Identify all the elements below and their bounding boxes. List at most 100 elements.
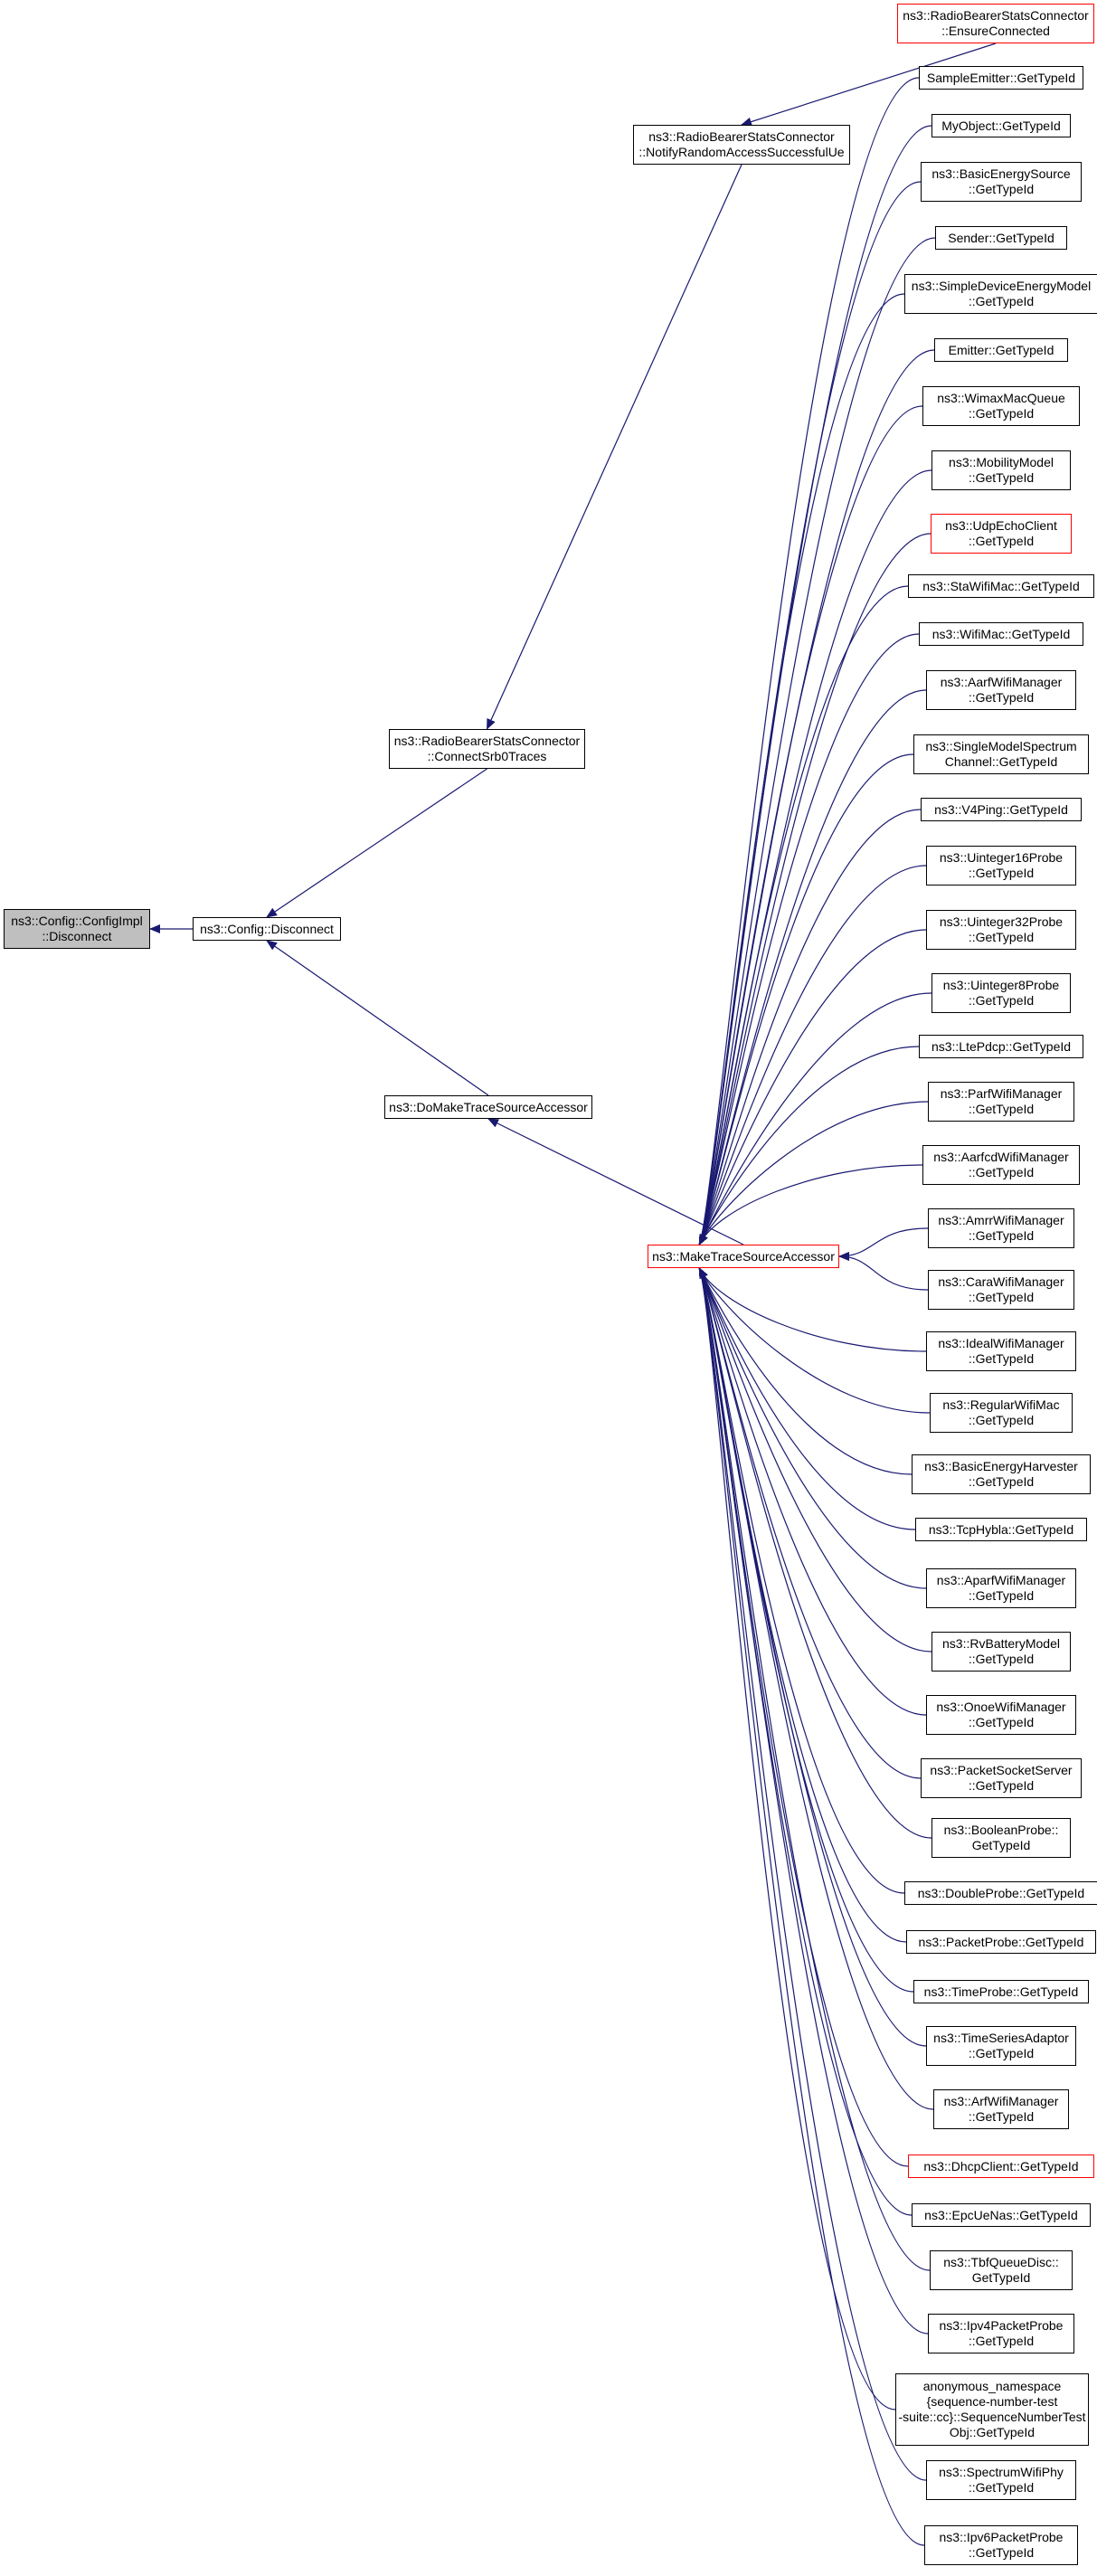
edge-sta-wifi-mac-to-make-tsa bbox=[698, 585, 909, 1245]
node-simple-device-energy[interactable]: ns3::SimpleDeviceEnergyModel::GetTypeId bbox=[904, 274, 1097, 314]
node-label-line: ns3::LtePdcp::GetTypeId bbox=[931, 1038, 1072, 1054]
edge-v4ping-to-make-tsa bbox=[698, 809, 922, 1245]
node-label-line: ns3::RvBatteryModel bbox=[942, 1636, 1060, 1651]
edge-arf-wifi-manager-to-make-tsa bbox=[698, 1267, 934, 2110]
node-ensure-connected[interactable]: ns3::RadioBearerStatsConnector::EnsureCo… bbox=[897, 4, 1094, 43]
node-cara-wifi-manager[interactable]: ns3::CaraWifiManager::GetTypeId bbox=[928, 1270, 1074, 1310]
node-label-line: ns3::Ipv4PacketProbe bbox=[939, 2318, 1064, 2333]
edge-aarf-wifi-manager-to-make-tsa bbox=[698, 689, 927, 1245]
node-boolean-probe[interactable]: ns3::BooleanProbe::GetTypeId bbox=[932, 1818, 1071, 1858]
node-rv-battery-model[interactable]: ns3::RvBatteryModel::GetTypeId bbox=[932, 1632, 1071, 1672]
node-uinteger8-probe[interactable]: ns3::Uinteger8Probe::GetTypeId bbox=[932, 973, 1071, 1013]
node-emitter[interactable]: Emitter::GetTypeId bbox=[934, 338, 1068, 362]
node-label-line: ::GetTypeId bbox=[968, 2545, 1035, 2560]
node-parf-wifi-manager[interactable]: ns3::ParfWifiManager::GetTypeId bbox=[928, 1082, 1074, 1122]
node-label-line: GetTypeId bbox=[971, 2270, 1031, 2285]
node-label-line: ns3::Uinteger16Probe bbox=[939, 850, 1064, 865]
node-label-line: ::GetTypeId bbox=[968, 1165, 1035, 1179]
node-label-line: ns3::Config::ConfigImpl bbox=[11, 914, 143, 928]
edge-uinteger8-probe-to-make-tsa bbox=[698, 992, 932, 1245]
node-uinteger32-probe[interactable]: ns3::Uinteger32Probe::GetTypeId bbox=[926, 910, 1076, 950]
node-aarf-wifi-manager[interactable]: ns3::AarfWifiManager::GetTypeId bbox=[926, 670, 1076, 710]
edge-dhcp-client-to-make-tsa bbox=[698, 1267, 909, 2167]
node-label-line: ::GetTypeId bbox=[968, 1351, 1035, 1366]
node-udp-echo-client[interactable]: ns3::UdpEchoClient::GetTypeId bbox=[931, 514, 1072, 554]
node-label-line: ::GetTypeId bbox=[968, 534, 1035, 548]
node-label-line: ::GetTypeId bbox=[968, 993, 1035, 1008]
node-label-line: ::GetTypeId bbox=[968, 406, 1035, 421]
node-basic-energy-harvester[interactable]: ns3::BasicEnergyHarvester::GetTypeId bbox=[912, 1454, 1091, 1494]
node-label-line: ns3::BasicEnergyHarvester bbox=[924, 1459, 1078, 1473]
node-lte-pdcp[interactable]: ns3::LtePdcp::GetTypeId bbox=[919, 1035, 1083, 1058]
node-amrr-wifi-manager[interactable]: ns3::AmrrWifiManager::GetTypeId bbox=[928, 1208, 1074, 1248]
node-sta-wifi-mac[interactable]: ns3::StaWifiMac::GetTypeId bbox=[908, 574, 1094, 598]
node-spectrum-wifi-phy[interactable]: ns3::SpectrumWifiPhy::GetTypeId bbox=[926, 2460, 1076, 2500]
node-aparf-wifi-manager[interactable]: ns3::AparfWifiManager::GetTypeId bbox=[926, 1568, 1076, 1608]
edge-aarfcd-wifi-manager-to-make-tsa bbox=[698, 1164, 923, 1245]
node-domake-tsa[interactable]: ns3::DoMakeTraceSourceAccessor bbox=[384, 1095, 592, 1119]
edge-time-series-adaptor-to-make-tsa bbox=[698, 1267, 927, 2047]
node-label-line: ns3::TbfQueueDisc:: bbox=[943, 2255, 1059, 2269]
edge-epc-ue-nas-to-make-tsa bbox=[698, 1267, 913, 2216]
node-v4ping[interactable]: ns3::V4Ping::GetTypeId bbox=[921, 798, 1082, 821]
node-label-line: ns3::StaWifiMac::GetTypeId bbox=[922, 578, 1080, 593]
node-seq-number-test-obj[interactable]: anonymous_namespace{sequence-number-test… bbox=[895, 2373, 1089, 2446]
node-label-line: ns3::EpcUeNas::GetTypeId bbox=[924, 2207, 1078, 2222]
node-arf-wifi-manager[interactable]: ns3::ArfWifiManager::GetTypeId bbox=[933, 2089, 1069, 2129]
node-label-line: Emitter::GetTypeId bbox=[948, 342, 1054, 357]
node-uinteger16-probe[interactable]: ns3::Uinteger16Probe::GetTypeId bbox=[926, 846, 1076, 886]
node-label-line: ::GetTypeId bbox=[968, 1102, 1035, 1116]
edge-simple-device-energy-to-make-tsa bbox=[698, 293, 905, 1245]
node-epc-ue-nas[interactable]: ns3::EpcUeNas::GetTypeId bbox=[912, 2203, 1091, 2227]
node-my-object[interactable]: MyObject::GetTypeId bbox=[932, 114, 1071, 137]
node-label-line: ::GetTypeId bbox=[968, 294, 1035, 308]
node-ideal-wifi-manager[interactable]: ns3::IdealWifiManager::GetTypeId bbox=[926, 1331, 1076, 1371]
node-label-line: Sender::GetTypeId bbox=[948, 230, 1054, 245]
node-wifi-mac[interactable]: ns3::WifiMac::GetTypeId bbox=[919, 622, 1083, 646]
node-label-line: ns3::BooleanProbe:: bbox=[943, 1823, 1059, 1837]
node-ipv6-packet-probe[interactable]: ns3::Ipv6PacketProbe::GetTypeId bbox=[924, 2525, 1078, 2565]
node-label-line: anonymous_namespace bbox=[922, 2379, 1062, 2393]
node-label-line: ns3::PacketSocketServer bbox=[930, 1763, 1073, 1777]
node-notify-rasue[interactable]: ns3::RadioBearerStatsConnector::NotifyRa… bbox=[633, 125, 850, 165]
node-time-probe[interactable]: ns3::TimeProbe::GetTypeId bbox=[913, 1980, 1089, 2003]
node-label-line: ns3::Uinteger8Probe bbox=[942, 978, 1060, 992]
node-label-line: {sequence-number-test bbox=[926, 2394, 1058, 2409]
node-ipv4-packet-probe[interactable]: ns3::Ipv4PacketProbe::GetTypeId bbox=[928, 2314, 1074, 2353]
node-label-line: ns3::TcpHybla::GetTypeId bbox=[928, 1521, 1074, 1537]
node-double-probe[interactable]: ns3::DoubleProbe::GetTypeId bbox=[904, 1881, 1097, 1905]
node-config-disconnect[interactable]: ns3::Config::Disconnect bbox=[193, 917, 341, 941]
edge-domake-tsa-to-config-disconnect bbox=[266, 940, 489, 1096]
node-mobility-model[interactable]: ns3::MobilityModel::GetTypeId bbox=[932, 450, 1071, 490]
edge-ipv4-packet-probe-to-make-tsa bbox=[698, 1267, 929, 2334]
edge-amrr-wifi-manager-to-make-tsa bbox=[838, 1227, 929, 1261]
node-label-line: ns3::DhcpClient::GetTypeId bbox=[923, 2158, 1079, 2174]
node-label-line: ns3::BasicEnergySource bbox=[932, 166, 1071, 181]
edge-sample-emitter-to-make-tsa bbox=[698, 77, 920, 1245]
node-label-line: ::GetTypeId bbox=[968, 1474, 1035, 1489]
node-make-tsa[interactable]: ns3::MakeTraceSourceAccessor bbox=[648, 1245, 839, 1268]
edge-regular-wifi-mac-to-make-tsa bbox=[698, 1267, 931, 1414]
node-connect-srb0[interactable]: ns3::RadioBearerStatsConnector::ConnectS… bbox=[389, 729, 585, 769]
node-sample-emitter[interactable]: SampleEmitter::GetTypeId bbox=[919, 66, 1083, 90]
node-label-line: ns3::AparfWifiManager bbox=[936, 1573, 1066, 1587]
node-packet-probe[interactable]: ns3::PacketProbe::GetTypeId bbox=[906, 1930, 1096, 1954]
node-tbf-queue-disc[interactable]: ns3::TbfQueueDisc::GetTypeId bbox=[930, 2250, 1073, 2290]
node-onoe-wifi-manager[interactable]: ns3::OnoeWifiManager::GetTypeId bbox=[926, 1695, 1076, 1735]
node-dhcp-client[interactable]: ns3::DhcpClient::GetTypeId bbox=[908, 2155, 1094, 2178]
node-time-series-adaptor[interactable]: ns3::TimeSeriesAdaptor::GetTypeId bbox=[926, 2026, 1076, 2066]
node-label-line: ::GetTypeId bbox=[968, 2334, 1035, 2348]
node-sender[interactable]: Sender::GetTypeId bbox=[935, 226, 1067, 250]
node-aarfcd-wifi-manager[interactable]: ns3::AarfcdWifiManager::GetTypeId bbox=[922, 1145, 1080, 1185]
node-label-line: ::GetTypeId bbox=[968, 930, 1035, 944]
edge-wifi-mac-to-make-tsa bbox=[698, 633, 920, 1245]
node-label-line: ::GetTypeId bbox=[968, 2480, 1035, 2495]
node-packet-socket-server[interactable]: ns3::PacketSocketServer::GetTypeId bbox=[921, 1758, 1082, 1798]
node-label-line: ns3::CaraWifiManager bbox=[938, 1274, 1064, 1289]
node-tcp-hybla[interactable]: ns3::TcpHybla::GetTypeId bbox=[915, 1518, 1087, 1541]
node-regular-wifi-mac[interactable]: ns3::RegularWifiMac::GetTypeId bbox=[930, 1393, 1073, 1433]
node-wimax-mac-queue[interactable]: ns3::WimaxMacQueue::GetTypeId bbox=[922, 386, 1080, 426]
node-basic-energy-source[interactable]: ns3::BasicEnergySource::GetTypeId bbox=[921, 162, 1082, 202]
